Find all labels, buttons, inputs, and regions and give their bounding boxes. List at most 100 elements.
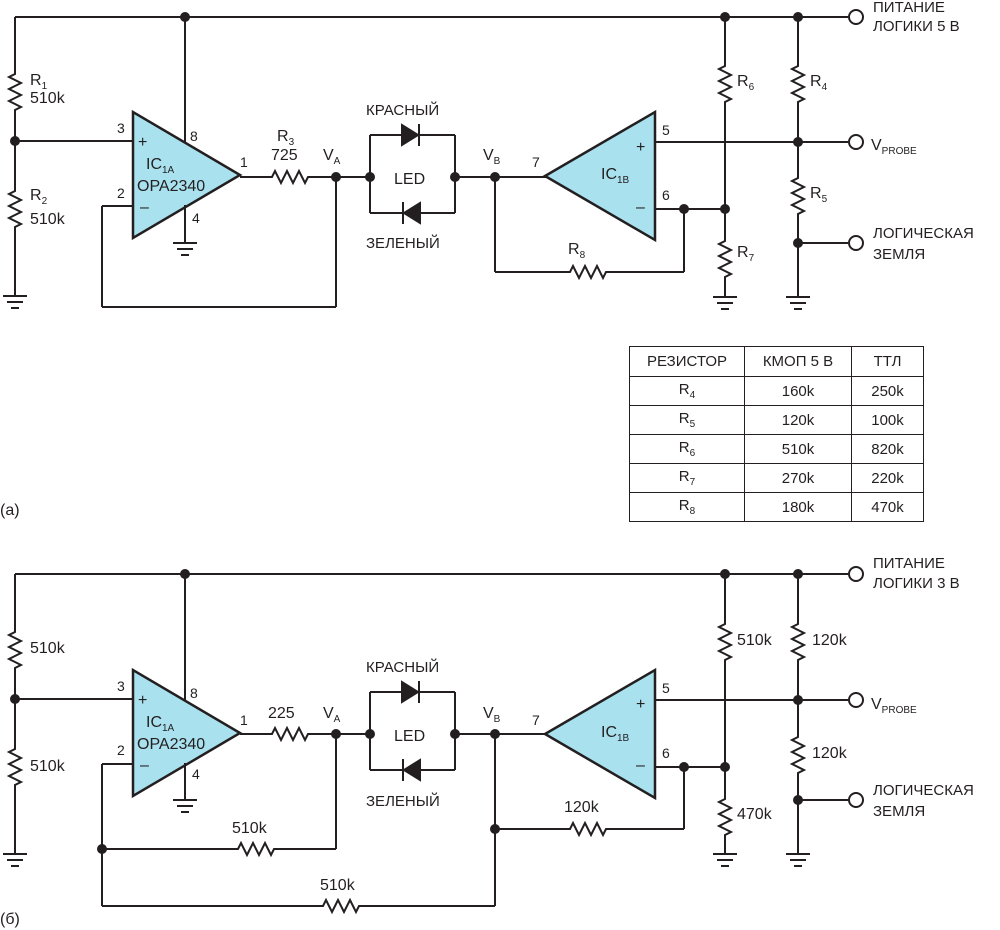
green-label: ЗЕЛЕНЫЙ [366,234,440,252]
r-fb1-value: 510k [232,820,268,837]
svg-text:VPROBE: VPROBE [871,696,917,716]
resistor-r5 [791,169,805,219]
svg-text:+: + [636,139,645,156]
svg-text:8: 8 [190,128,198,144]
svg-text:–: – [636,199,645,216]
svg-text:3: 3 [117,678,125,694]
r3-value: 725 [271,147,298,164]
table-header: РЕЗИСТОР [629,346,745,377]
svg-text:4: 4 [192,210,200,226]
supply-terminal-b[interactable] [848,566,864,582]
svg-text:5: 5 [662,680,670,696]
svg-text:R1: R1 [30,72,48,92]
resistor-r4 [791,57,805,107]
svg-text:R3: R3 [277,128,295,148]
svg-text:–: – [140,199,149,216]
opamp-ic1b [542,109,657,243]
resistor-r2 [8,182,22,232]
ground-label-a: ЛОГИЧЕСКАЯ [873,225,974,242]
svg-text:2: 2 [117,185,125,201]
opamp-ic1a [131,109,243,241]
svg-text:–: – [636,757,645,774]
vprobe-terminal-b[interactable] [848,692,864,708]
led-label: LED [394,171,425,188]
circuit-b: ПИТАНИЕ ЛОГИКИ 3 В 510k 510k + – 3 2 8 4… [0,555,974,928]
svg-text:6: 6 [662,187,670,203]
svg-text:+: + [138,134,147,151]
supply-terminal-a[interactable] [848,9,864,25]
svg-text:3: 3 [117,120,125,136]
svg-text:1: 1 [240,154,248,170]
resistor-r1 [8,65,22,115]
svg-text:IC1A: IC1A [146,714,175,734]
svg-text:5: 5 [662,122,670,138]
svg-text:4: 4 [192,766,200,782]
ic1a-name: IC1A [146,156,175,176]
ground-symbol [3,295,27,309]
led-red [401,123,420,147]
supply-label-a-line2: ЛОГИКИ 5 В [873,18,960,35]
r-hyst-value: 120k [564,799,600,816]
figure-label-a: (a) [0,502,20,519]
resistor-r7 [718,232,732,282]
svg-text:ЗЕМЛЯ: ЗЕМЛЯ [873,246,925,263]
ground-terminal-b[interactable] [848,792,864,808]
ground-terminal-a[interactable] [848,235,864,251]
svg-text:VB: VB [483,147,501,167]
svg-text:1: 1 [240,712,248,728]
r-left-bottom-value: 510k [30,758,66,775]
svg-text:R4: R4 [810,73,828,93]
r-fb2-value: 510k [320,877,356,894]
r7-b-value: 470k [737,806,773,823]
svg-text:ЛОГИЧЕСКАЯ: ЛОГИЧЕСКАЯ [873,782,974,799]
r-series-value: 225 [268,705,295,722]
supply-label-a: ПИТАНИЕ [873,0,945,16]
r4-b-value: 120k [812,632,848,649]
svg-text:VA: VA [323,147,341,167]
figure-label-b: (б) [0,911,20,928]
svg-text:+: + [636,696,645,713]
opamp-ic1b-b [542,667,657,801]
svg-text:IC1B: IC1B [601,724,630,744]
ic1a-part: OPA2340 [137,178,205,195]
svg-text:ЗЕМЛЯ: ЗЕМЛЯ [873,803,925,820]
svg-text:R6: R6 [737,73,755,93]
svg-text:–: – [140,757,149,774]
svg-text:7: 7 [532,154,540,170]
svg-text:ЛОГИКИ 3 В: ЛОГИКИ 3 В [873,575,960,592]
led-green [402,201,421,225]
resistor-r8 [561,265,611,279]
svg-text:+: + [138,692,147,709]
r2-value: 510k [30,211,66,228]
svg-text:VB: VB [483,705,501,725]
svg-text:6: 6 [662,745,670,761]
svg-text:ЗЕЛЕНЫЙ: ЗЕЛЕНЫЙ [366,792,440,810]
resistor-r3 [263,170,313,184]
r6-b-value: 510k [737,632,773,649]
svg-text:VA: VA [323,705,341,725]
table-header: КМОП 5 В [744,346,852,377]
svg-text:R8: R8 [568,241,586,261]
r5-b-value: 120k [812,745,848,762]
vprobe-label-a: VPROBE [871,137,917,157]
svg-text:8: 8 [190,685,198,701]
svg-text:LED: LED [394,728,425,745]
svg-text:КРАСНЫЙ: КРАСНЫЙ [366,658,439,676]
vprobe-terminal-a[interactable] [848,134,864,150]
red-label: КРАСНЫЙ [366,101,439,119]
svg-text:7: 7 [532,712,540,728]
supply-label-b: ПИТАНИЕ [873,555,945,572]
svg-text:R5: R5 [810,185,828,205]
svg-text:R7: R7 [737,244,755,264]
svg-text:R2: R2 [30,187,48,207]
ic1b-name: IC1B [601,166,630,186]
svg-text:OPA2340: OPA2340 [137,736,205,753]
svg-text:2: 2 [117,742,125,758]
